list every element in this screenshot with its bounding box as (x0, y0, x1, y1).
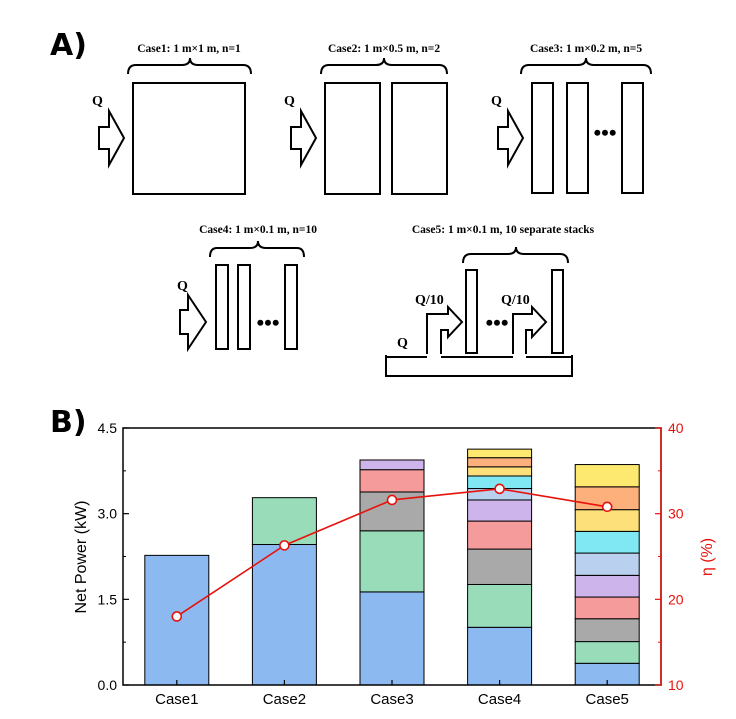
case2-brace (320, 57, 448, 75)
case5-ellipsis: ••• (485, 310, 508, 335)
panel-a-label: A) (50, 28, 87, 63)
stacked-bars (144, 448, 640, 686)
case3-label: Case3: 1 m×0.2 m, n=5 (530, 43, 642, 55)
left-tick-label: 0.0 (98, 677, 118, 693)
case1-stack (132, 82, 246, 195)
case3-stack-1 (531, 82, 554, 194)
case3-diagram: Case3: 1 m×0.2 m, n=5 ••• Q (491, 43, 652, 194)
bar-segment-case5-10 (574, 464, 640, 488)
bar-segment-case3-2 (359, 530, 425, 593)
case5-split-flow-label-1: Q/10 (415, 293, 444, 308)
right-tick-label: 20 (668, 591, 684, 607)
case5-manifold (385, 355, 573, 377)
bar-segment-case4-8 (467, 466, 533, 477)
bar-segment-case5-2 (574, 641, 640, 664)
case2-stack-1 (324, 82, 381, 195)
x-tick-label: Case5 (586, 691, 629, 708)
left-tick-label: 1.5 (98, 591, 118, 607)
case2-label: Case2: 1 m×0.5 m, n=2 (328, 43, 440, 55)
bar-segment-case2-1 (251, 544, 317, 686)
bar-segment-case5-4 (574, 596, 640, 620)
case1-diagram: Case1: 1 m×1 m, n=1 Q (92, 43, 252, 195)
x-tick-label: Case3 (370, 691, 413, 708)
case4-brace (209, 240, 305, 258)
case5-branch-arrow-2-icon (512, 304, 548, 357)
x-axis-ticks: Case1 Case2 Case3 Case4 Case5 (155, 680, 629, 708)
efficiency-point-case4 (494, 483, 505, 495)
right-tick-label: 10 (668, 677, 684, 693)
right-axis-title: η (%) (699, 538, 716, 576)
left-tick-label: 4.5 (98, 420, 118, 436)
case2-stack-2 (391, 82, 448, 195)
case2-flow-arrow-icon (290, 107, 318, 169)
bar-segment-case5-8 (574, 509, 640, 532)
case5-label: Case5: 1 m×0.1 m, 10 separate stacks (412, 224, 595, 236)
case4-stack-n (284, 264, 298, 350)
efficiency-markers (171, 483, 613, 622)
case1-brace (127, 57, 252, 75)
right-tick-label: 30 (668, 506, 684, 522)
bar-segment-case4-2 (467, 583, 533, 628)
bar-segment-case4-10 (467, 448, 533, 459)
case1-flow-arrow-icon (98, 107, 126, 169)
bar-segment-case4-9 (467, 457, 533, 468)
case1-label: Case1: 1 m×1 m, n=1 (137, 43, 241, 55)
left-axis-title: Net Power (kW) (73, 501, 90, 614)
case5-brace (462, 246, 569, 264)
case3-flow-label: Q (491, 94, 502, 109)
case1-flow-label: Q (92, 94, 103, 109)
left-tick-label: 3.0 (98, 506, 118, 522)
case4-stack-2 (237, 264, 251, 350)
case4-ellipsis: ••• (256, 310, 279, 335)
case5-stack-n (551, 269, 564, 354)
left-axis-ticks: 0.0 1.5 3.0 4.5 (98, 420, 129, 693)
bar-segment-case3-1 (359, 591, 425, 686)
efficiency-point-case2 (279, 540, 290, 551)
case5-stack-1 (465, 269, 478, 354)
panel-b-label: B) (50, 405, 87, 440)
case5-diagram: Case5: 1 m×0.1 m, 10 separate stacks •••… (385, 224, 595, 377)
bar-segment-case4-4 (467, 520, 533, 550)
right-axis-ticks: 10 20 30 40 (655, 420, 684, 693)
case5-split-flow-label-2: Q/10 (501, 293, 530, 308)
case3-flow-arrow-icon (497, 107, 525, 169)
bar-segment-case2-2 (251, 497, 317, 546)
case4-diagram: Case4: 1 m×0.1 m, n=10 ••• Q (177, 224, 317, 353)
bar-segment-case5-6 (574, 552, 640, 576)
case3-brace (520, 57, 652, 75)
bar-segment-case4-5 (467, 499, 533, 522)
case3-ellipsis: ••• (593, 120, 616, 145)
bar-segment-case4-1 (467, 626, 533, 686)
case4-flow-label: Q (177, 279, 188, 294)
case3-stack-n (621, 82, 644, 194)
efficiency-point-case1 (171, 611, 183, 622)
x-tick-label: Case4 (478, 691, 521, 708)
bar-segment-case3-5 (359, 459, 425, 471)
bar-segment-case5-5 (574, 574, 640, 598)
right-tick-label: 40 (668, 420, 684, 436)
case3-stack-2 (566, 82, 589, 194)
case4-flow-arrow-icon (179, 291, 208, 353)
bar-segment-case4-3 (467, 548, 533, 585)
case5-main-flow-label: Q (397, 336, 408, 351)
efficiency-point-case5 (601, 501, 613, 513)
x-tick-label: Case2 (263, 691, 306, 708)
case2-diagram: Case2: 1 m×0.5 m, n=2 Q (284, 43, 448, 195)
case5-branch-arrow-1-icon (426, 304, 464, 357)
x-tick-label: Case1 (155, 691, 198, 708)
case2-flow-label: Q (284, 94, 295, 109)
bar-segment-case5-3 (574, 618, 640, 643)
bar-segment-case5-7 (574, 530, 640, 554)
bar-segment-case3-4 (359, 469, 425, 493)
efficiency-point-case3 (386, 494, 398, 506)
case4-label: Case4: 1 m×0.1 m, n=10 (199, 224, 317, 236)
case4-stack-1 (215, 264, 229, 350)
